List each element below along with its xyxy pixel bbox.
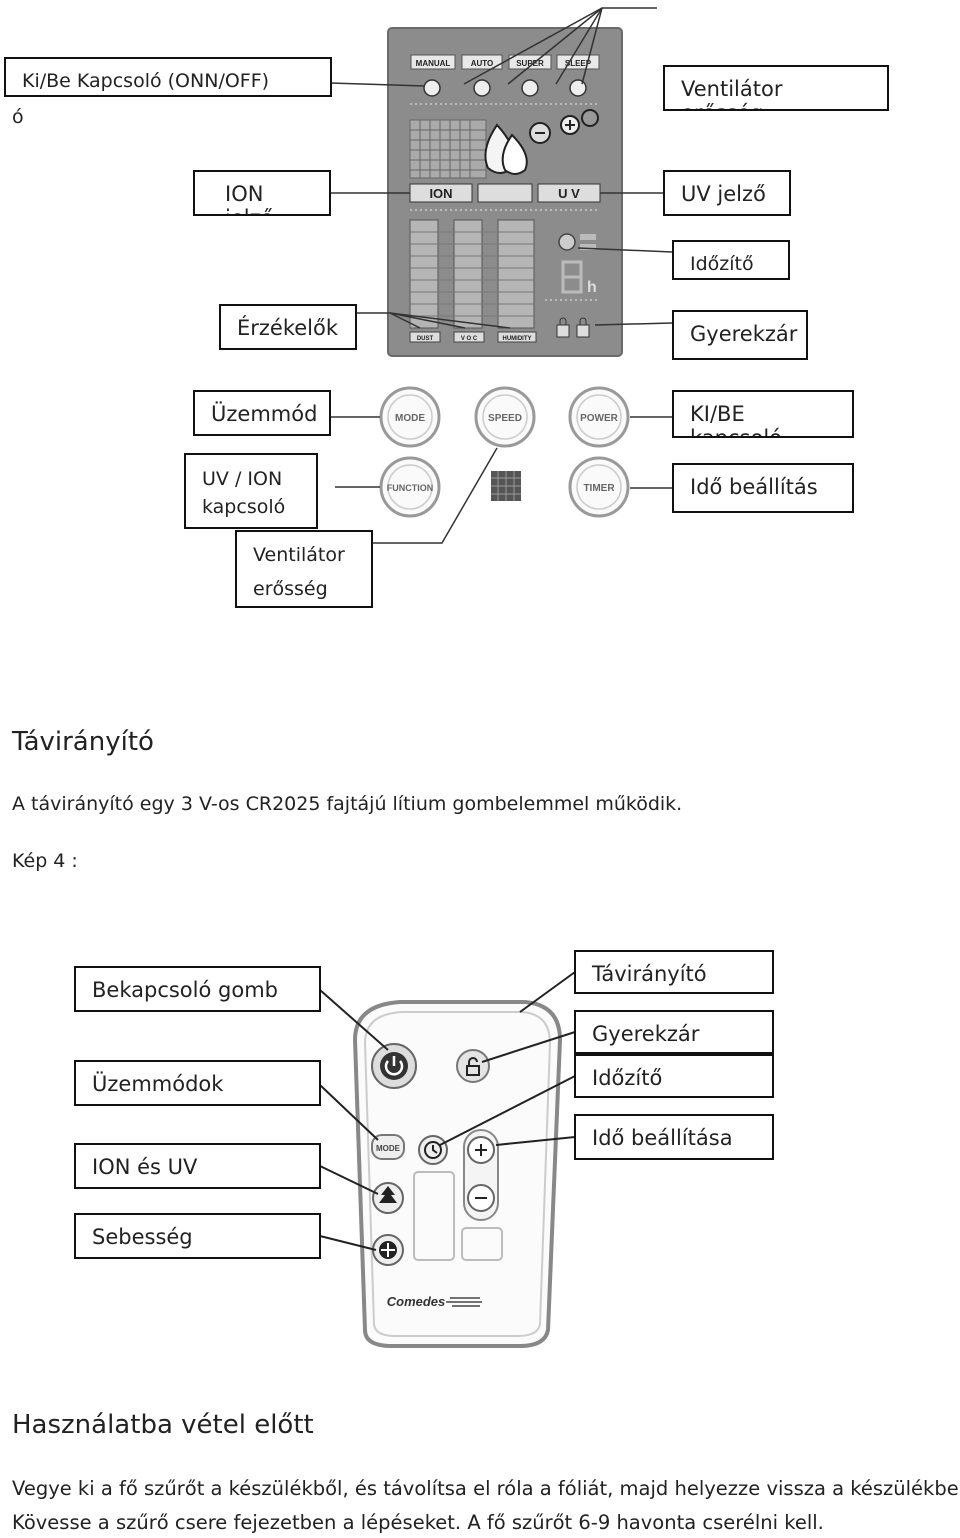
svg-text:ION: ION [429,186,452,201]
hour-unit: h [587,279,597,296]
remote-timer-button [418,1135,448,1165]
speed-button [474,386,536,448]
label-uv-indicator: UV jelző [663,170,791,216]
dot-matrix-display [409,119,487,179]
label-remote: Távirányító [574,950,774,994]
setup-section-title: Használatba vétel előtt [12,1410,314,1440]
svg-text:POWER: POWER [580,413,619,424]
mode-tab-sleep: SLEEP [565,59,592,68]
minus-button [467,1184,495,1212]
remote-brand: Comedes [387,1294,446,1309]
label-fan-strength: Ventilátor erősség [663,65,889,111]
control-panel-illustration: MANUAL AUTO SUPER SLEEP ION U V [329,7,673,544]
label-remote-speed: Sebesség [74,1213,321,1259]
remote-power-button [371,1043,417,1089]
function-button [379,456,441,518]
label-remote-modes: Üzemmódok [74,1060,321,1106]
setup-line-1: Vegye ki a fő szűrőt a készülékből, és t… [12,1477,960,1500]
mode-button [379,386,441,448]
power-button [568,386,630,448]
label-remote-child-lock: Gyerekzár [574,1010,774,1054]
sensor-label-voc: V O C [461,336,478,342]
label-remote-timer: Időzítő [574,1054,774,1098]
figure-caption: Kép 4 : [12,850,78,872]
fan-mid-icon [521,79,539,97]
label-sensors: Érzékelők [219,304,357,350]
remote-ion-uv-button [372,1182,404,1214]
lock-icon [466,1065,480,1076]
remote-lock-button [456,1049,490,1083]
label-ion-indicator: ION jelző [193,170,331,216]
svg-text:SPEED: SPEED [488,413,522,424]
remote-body [352,1000,563,1348]
label-power-switch: KI/BE kapcsoló [672,390,854,438]
panel-buttons: MODE SPEED POWER FUNCTION TIMER [379,386,630,518]
label-mode: Üzemmód [193,390,331,436]
svg-text:U V: U V [558,186,580,201]
fan-low-icon [473,79,491,97]
timer-button [568,456,630,518]
remote-speed-button [372,1234,404,1266]
label-onoff-switch: Ki/Be Kapcsoló (ONN/OFF) [4,57,332,97]
clock-icon [424,1141,442,1159]
label-child-lock: Gyerekzár [672,310,808,360]
label-remote-time-setting: Idő beállítása [574,1114,774,1160]
remote-section-title: Távirányító [12,727,154,757]
remote-leader-lines [319,971,576,1251]
power-icon [423,79,441,97]
label-timer: Időzítő [672,240,790,280]
tree-icon [379,1186,397,1203]
label-time-setting: Idő beállítás [672,463,854,513]
label-onoff-continuation: ó [12,106,24,128]
timer-clock-icon [558,233,576,251]
mode-tab-super: SUPER [516,59,544,68]
svg-text:MODE: MODE [376,1144,401,1153]
svg-text:MODE: MODE [395,413,425,424]
remote-description: A távirányító egy 3 V-os CR2025 fajtájú … [12,793,683,815]
plus-button [467,1136,495,1164]
fan-icon [379,1241,397,1259]
svg-text:FUNCTION: FUNCTION [387,483,434,493]
label-fan-strength-2: Ventilátor erősség [235,530,373,608]
label-uv-ion-switch: UV / ION kapcsoló [184,453,318,529]
setup-line-2: Kövesse a szűrő csere fejezetben a lépés… [12,1511,824,1534]
remote-mode-button [371,1134,405,1160]
timer-digit [561,260,583,294]
panel-leader-lines [329,7,673,544]
label-remote-ion-uv: ION és UV [74,1143,321,1189]
svg-text:TIMER: TIMER [583,483,615,494]
sensor-label-humidity: HUMIDITY [503,336,532,342]
child-lock-icon [556,317,590,338]
remote-plus-minus-rocker [463,1129,499,1221]
mode-tab-auto: AUTO [471,59,494,68]
sensor-label-dust: DUST [417,336,434,342]
sensor-bars [409,219,535,329]
label-remote-power-button: Bekapcsoló gomb [74,966,321,1012]
mode-tab-manual: MANUAL [416,59,451,68]
fan-high-icon [569,79,587,97]
